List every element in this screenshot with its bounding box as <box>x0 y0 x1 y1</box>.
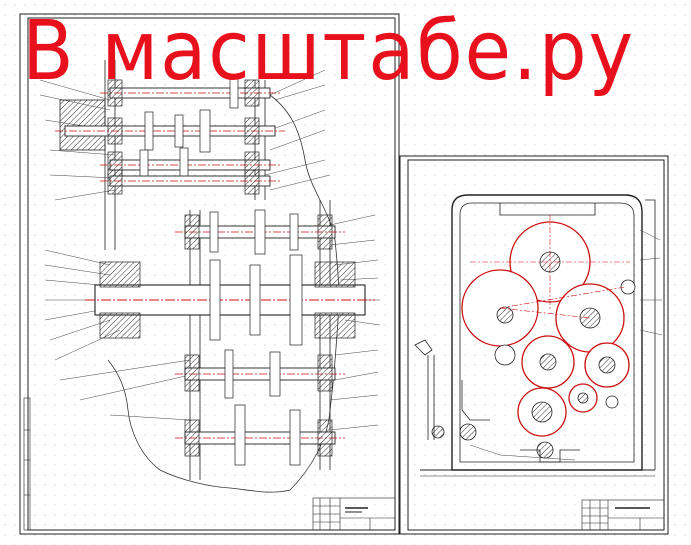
shaft-3 <box>100 169 280 195</box>
gear-train <box>431 221 636 459</box>
shaft-5 <box>175 349 345 399</box>
shaft-1 <box>55 99 285 153</box>
shaft-2 <box>100 147 280 183</box>
shaft-6 <box>175 404 345 466</box>
center-lines-right <box>470 215 630 319</box>
housing-section <box>414 194 656 477</box>
main-spindle <box>85 254 375 346</box>
leader-lines-left <box>39 79 191 421</box>
shaft-0 <box>100 77 280 109</box>
left-title-block <box>312 497 396 531</box>
right-sheet <box>399 155 669 535</box>
leader-lines-sheet-2 <box>469 229 663 461</box>
shaft-4 <box>175 209 345 255</box>
left-sheet <box>19 13 400 535</box>
right-title-block <box>581 499 665 531</box>
